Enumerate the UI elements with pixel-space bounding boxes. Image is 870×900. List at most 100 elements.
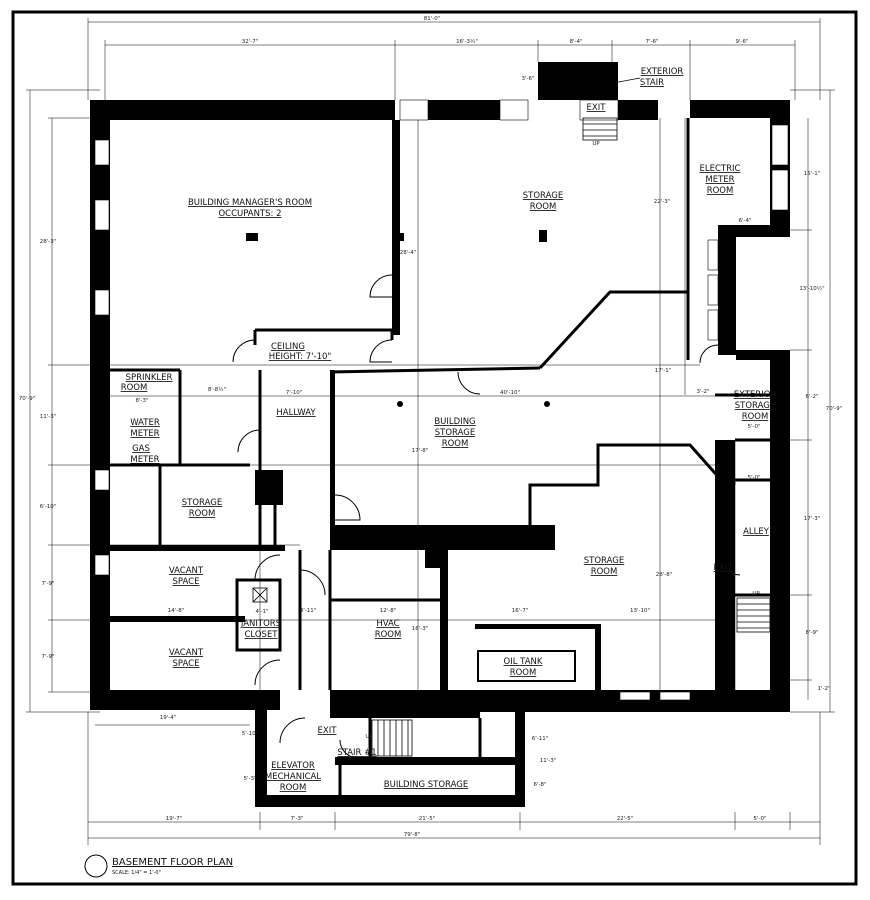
dim-vacant-width: 14'-8" (168, 608, 185, 614)
water-meter-label-2: METER (130, 429, 159, 439)
dim-water-width: 8'-8½" (208, 386, 226, 393)
gas-meter-label: GAS (132, 444, 150, 454)
dim-bldg-storage-h2: 6'-8" (533, 782, 546, 788)
dim-bottom-4: 22'-5" (617, 816, 634, 822)
room-labels: BUILDING MANAGER'S ROOM OCCUPANTS: 2 STO… (121, 67, 777, 793)
dim-right-2: 13'-10½" (799, 285, 824, 292)
dim-left-5: 7'-9" (41, 654, 54, 660)
dim-storage-width: 22'-3" (654, 199, 671, 205)
dim-storage-right-height: 28'-8" (656, 572, 673, 578)
dim-left-3: 6'-10" (40, 504, 57, 510)
drawing-title: BASEMENT FLOOR PLAN (112, 857, 233, 868)
gas-meter-label-2: METER (130, 455, 159, 465)
dim-hvac-height: 16'-3" (412, 626, 429, 632)
title-block: BASEMENT FLOOR PLAN SCALE: 1/4" = 1'-0" (84, 854, 233, 878)
dim-bsr-height-2: 17'-1" (655, 368, 672, 374)
dim-top-2: 16'-3½" (456, 38, 478, 45)
dim-bldg-storage-h3: 11'-3" (540, 758, 557, 764)
electric-label: ELECTRIC (700, 164, 741, 174)
hvac-room-label-2: ROOM (375, 630, 402, 640)
storage-top-label-2: ROOM (530, 202, 557, 212)
janitors-closet-label: JANITORS (240, 619, 281, 629)
exit-bottom-label: EXIT (318, 726, 338, 736)
elevator-mech-label-3: ROOM (280, 783, 307, 793)
storage-right-label-2: ROOM (591, 567, 618, 577)
dim-bottom-1: 19'-7" (166, 816, 183, 822)
dim-corridor-width: 4'-11" (300, 608, 317, 614)
electric-label-3: ROOM (707, 186, 734, 196)
building-storage-label: BUILDING (434, 417, 475, 427)
dim-left-2: 11'-3" (40, 414, 57, 420)
dim-top-4: 7'-6" (645, 39, 658, 45)
windows (94, 99, 789, 701)
storage-right-label: STORAGE (584, 556, 624, 566)
dim-right-1: 15'-1" (804, 171, 821, 177)
dim-storage-right-width-2: 13'-10" (630, 608, 650, 614)
dim-left-1: 28'-3" (40, 239, 57, 245)
dim-sprinkler-width: 8'-3" (135, 398, 148, 404)
dim-alley-width: 5'-0" (747, 475, 760, 481)
janitors-closet-label-2: CLOSET (244, 630, 278, 640)
sprinkler-label-2: ROOM (121, 383, 148, 393)
dim-bottom-2: 7'-3" (290, 816, 303, 822)
dim-overall-top: 81'-0" (424, 16, 441, 22)
dim-stair-width: 3'-6" (521, 76, 534, 82)
hallway-label: HALLWAY (276, 408, 316, 418)
dimension-texts: 81'-0" 32'-7" 16'-3½" 8'-4" 7'-6" 9'-6" … (19, 16, 843, 838)
dim-bsr-height: 17'-8" (412, 448, 429, 454)
building-storage-bottom-label: BUILDING STORAGE (384, 780, 468, 790)
dim-bsr-width: 40'-10" (500, 390, 520, 396)
sprinkler-label: SPRINKLER (126, 373, 173, 383)
dim-hvac-width: 12'-8" (380, 608, 397, 614)
exterior-storage-label: EXTERIOR (734, 390, 777, 400)
dim-right-4: 17'-3" (804, 516, 821, 522)
exterior-storage-label-3: ROOM (742, 412, 769, 422)
dim-manager-width: 28'-4" (400, 250, 417, 256)
dim-hallway-width: 7'-10" (286, 390, 303, 396)
oil-tank-label-2: ROOM (510, 668, 537, 678)
title-marker-circle (84, 854, 108, 878)
building-storage-label-3: ROOM (442, 439, 469, 449)
dim-bottom-5: 5'-0" (753, 816, 766, 822)
dim-janitor-width: 4'-1" (255, 609, 268, 615)
dim-bottom-3: 21'-5" (419, 816, 436, 822)
dim-ext-width: 3'-2" (696, 389, 709, 395)
hvac-room-label: HVAC (376, 619, 399, 629)
dim-elevator-h1: 5'-10" (242, 731, 259, 737)
storage-left-label-2: ROOM (189, 509, 216, 519)
vacant-space-1-label-2: SPACE (173, 577, 200, 587)
building-storage-label-2: STORAGE (435, 428, 475, 438)
exit-top-label: EXIT (587, 103, 607, 113)
storage-top-label: STORAGE (523, 191, 563, 201)
oil-tank-label: OIL TANK (504, 657, 543, 667)
dim-ext-width-2: 5'-0" (747, 424, 760, 430)
exterior-stair-label-2: STAIR (640, 78, 664, 88)
alley-label: ALLEY (743, 527, 770, 537)
dim-bldg-storage-h1: 6'-11" (532, 736, 549, 742)
dim-bottom-overall: 79'-8" (404, 832, 421, 838)
elevator-mech-label-2: MECHANICAL (265, 772, 321, 782)
up-mark-top: UP (592, 141, 600, 147)
vacant-space-2-label-2: SPACE (173, 659, 200, 669)
exterior-stair-label: EXTERIOR (641, 67, 684, 77)
ceiling-label: CEILING (271, 342, 305, 352)
dim-top-1: 32'-7" (242, 39, 259, 45)
dim-top-3: 8'-4" (569, 39, 582, 45)
dimension-lines (26, 18, 835, 845)
electric-label-2: METER (705, 175, 734, 185)
exit-right-label: EXIT (714, 563, 734, 573)
sheet-border (11, 10, 858, 886)
elevator-mech-label: ELEVATOR (271, 761, 315, 771)
dim-storage-right-width: 16'-7" (512, 608, 529, 614)
stair-1-label: STAIR #1 (337, 748, 376, 758)
ceiling-height-label: HEIGHT: 7'-10" (269, 352, 332, 362)
partitions (105, 105, 770, 795)
dim-top-5: 9'-6" (735, 39, 748, 45)
manager-occupants-label: OCCUPANTS: 2 (218, 209, 281, 219)
up-mark-bottom: UP (365, 734, 373, 740)
door-swings (232, 69, 741, 759)
up-marks: UP UP UP (365, 141, 760, 740)
dim-right-overall: 70'-9" (826, 406, 843, 412)
dim-right-3: 6'-2" (805, 394, 818, 400)
